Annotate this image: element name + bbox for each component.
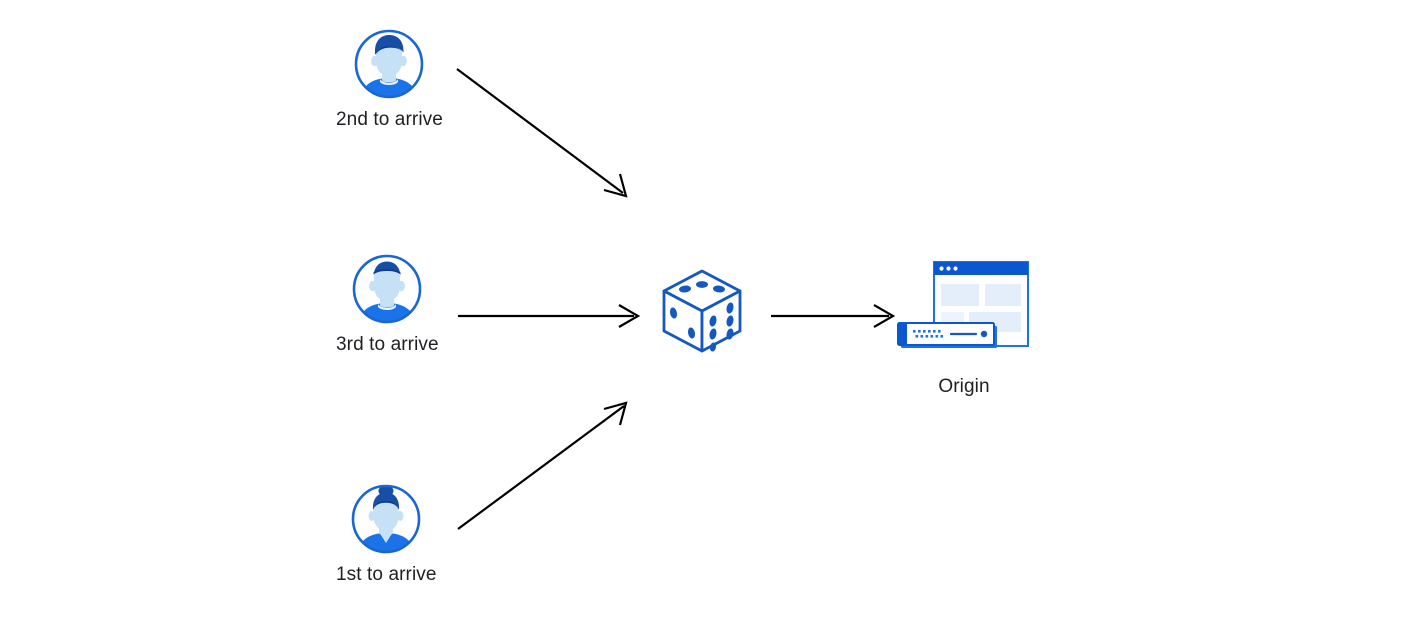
user-avatar-icon <box>353 28 425 100</box>
arrow-dice-to-origin <box>771 304 896 328</box>
dice-left-pips <box>669 307 696 339</box>
arrow-1st-to-dice <box>457 401 628 530</box>
user-avatar-icon <box>351 253 423 325</box>
node-visitor-1st[interactable]: 1st to arrive <box>336 483 437 587</box>
node-label-origin: Origin <box>938 376 990 397</box>
arrow-3rd-to-dice <box>458 304 641 328</box>
user-avatar-icon <box>350 483 422 555</box>
origin-server-icon <box>896 258 1032 362</box>
dice-right-pips <box>709 302 734 352</box>
node-visitor-2nd[interactable]: 2nd to arrive <box>336 28 443 132</box>
node-dice[interactable] <box>654 263 750 359</box>
node-origin[interactable]: Origin <box>896 258 1032 398</box>
arrow-2nd-to-dice <box>456 68 628 198</box>
server-appliance-icon <box>897 322 997 348</box>
node-visitor-3rd[interactable]: 3rd to arrive <box>336 253 439 357</box>
node-label-visitor-1st: 1st to arrive <box>336 564 437 585</box>
node-label-visitor-2nd: 2nd to arrive <box>336 109 443 130</box>
node-label-visitor-3rd: 3rd to arrive <box>336 334 439 355</box>
dice-icon <box>654 263 750 359</box>
dice-top-pips <box>679 281 725 293</box>
